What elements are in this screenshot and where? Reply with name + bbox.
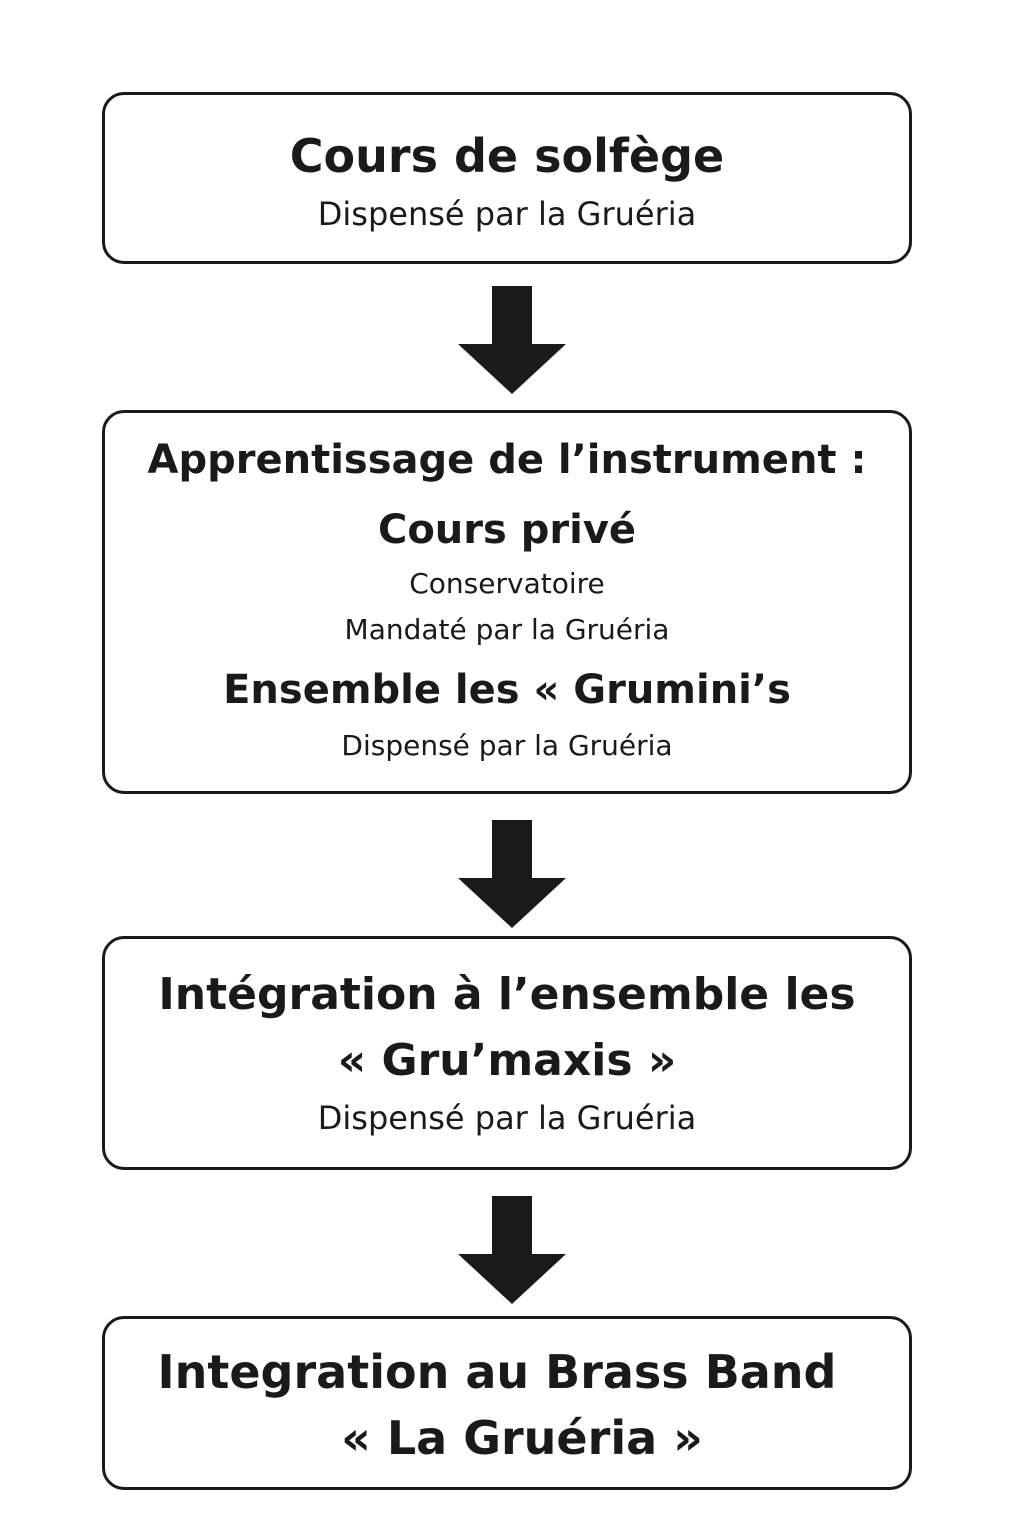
arrow-down-icon	[458, 286, 566, 394]
option-line-conservatoire: Conservatoire	[409, 567, 605, 600]
step-box-grumaxis: Intégration à l’ensemble les « Gru’maxis…	[102, 936, 912, 1170]
option-title-cours-prive: Cours privé	[377, 507, 637, 553]
arrow-down-icon	[458, 820, 566, 928]
option-line-mandate: Mandaté par la Gruéria	[344, 613, 670, 646]
step-title-brass-band-line2: « La Gruéria »	[341, 1411, 703, 1465]
arrow-down-icon	[458, 1196, 566, 1304]
step-subtitle-grumaxis: Dispensé par la Gruéria	[317, 1099, 697, 1137]
step-title-solfege: Cours de solfège	[289, 129, 725, 183]
step-subtitle-solfege: Dispensé par la Gruéria	[317, 195, 697, 233]
step-title-brass-band-line1: Integration au Brass Band	[157, 1345, 837, 1399]
step-box-brass-band: Integration au Brass Band « La Gruéria »	[102, 1316, 912, 1490]
step-title-grumaxis-line1: Intégration à l’ensemble les	[158, 969, 856, 1020]
step-box-solfege: Cours de solfège Dispensé par la Gruéria	[102, 92, 912, 264]
option-title-grumini: Ensemble les « Grumini’s	[223, 667, 791, 713]
step-box-instrument: Apprentissage de l’instrument : Cours pr…	[102, 410, 912, 794]
option-line-dispense: Dispensé par la Gruéria	[341, 729, 673, 762]
step-title-grumaxis-line2: « Gru’maxis »	[337, 1035, 677, 1086]
step-title-instrument: Apprentissage de l’instrument :	[147, 437, 867, 483]
